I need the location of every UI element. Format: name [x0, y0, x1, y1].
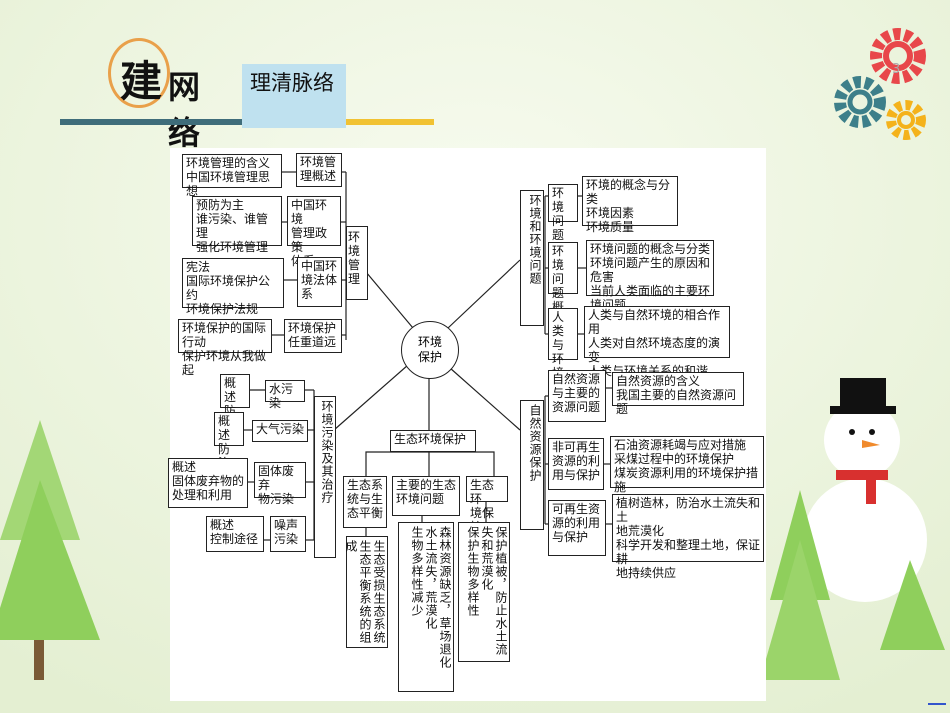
node-prob-env-detail: 环境的概念与分类 环境因素 环境质量: [582, 176, 678, 234]
node-res-nonrenew: 非可再生 资源的利 用与保护: [548, 438, 604, 490]
node-prob-human: 人类 与环 境: [548, 308, 578, 380]
node-pol-noise-detail: 概述 控制途径: [206, 516, 264, 552]
node-prob-overview: 环境 问题 概述: [548, 242, 578, 328]
node-eco: 生态环境保护: [390, 430, 476, 452]
node-management: 环境 管理: [346, 226, 368, 300]
node-pol-solid: 固体废弃 物污染: [254, 462, 306, 506]
tree-right: [760, 490, 945, 680]
gear-red-icon: [870, 28, 926, 84]
node-mgmt-policy: 中国环境 管理政策 体系: [287, 196, 341, 268]
node-pol-noise: 噪声 污染: [270, 516, 306, 552]
node-res-renew-detail: 植树造林，防治水土流失和土 地荒漠化 科学开发和整理土地，保证耕 地持续供应: [612, 494, 764, 580]
node-pollution: 环境污染及其治疗: [314, 396, 336, 558]
title-underline-yellow: [346, 119, 434, 125]
node-pol-water-detail: 概述 防治: [220, 374, 250, 432]
node-pol-air-detail: 概述 防治: [214, 412, 244, 470]
node-problems: 环境和环境问题: [520, 190, 544, 326]
node-mgmt-future: 环境保护 任重道远: [284, 319, 342, 353]
node-resources: 自然资源保护: [520, 400, 544, 530]
node-pol-air: 大气污染: [252, 420, 308, 442]
node-mgmt-law-detail: 宪法 国际环境保护公约 环境保护法规: [182, 258, 284, 316]
tree-left: [0, 420, 100, 680]
footer-mark: [928, 703, 946, 705]
node-mgmt-overview-detail: 环境管理的含义 中国环境管理思想: [182, 154, 282, 198]
title-underline-dark: [60, 119, 242, 125]
node-eco-protect-detail: 保护植被，防止水土流失和荒漠化 保护生物多样性: [458, 522, 510, 662]
snowman: [803, 378, 927, 602]
section-title-char: 建: [120, 57, 163, 106]
node-prob-human-detail: 人类与自然环境的相合作用 人类对自然环境态度的演变 人类与环境关系的和谐: [584, 306, 730, 378]
subtitle-box: [242, 64, 346, 128]
gear-teal-icon: [834, 76, 886, 128]
node-res-renew: 可再生资 源的利用 与保护: [548, 500, 606, 556]
node-eco-problems: 主要的生态 环境问题: [392, 476, 460, 516]
node-prob-env: 环境 问题: [548, 184, 578, 242]
node-eco-system: 生态系 统与生 态平衡: [343, 476, 387, 528]
node-mgmt-policy-detail: 预防为主 谁污染、谁管理 强化环境管理: [192, 196, 282, 254]
node-mgmt-overview: 环境管 理概述: [296, 153, 342, 187]
node-pol-solid-detail: 概述 固体废弃物的 处理和利用: [168, 458, 248, 508]
node-eco-system-detail: 生态受损生态系统 生态平衡系统的组成: [344, 536, 388, 648]
node-eco-protect: 生态环 境保护: [466, 476, 508, 534]
node-prob-overview-detail: 环境问题的概念与分类 环境问题产生的原因和危害 当前人类面临的主要环境问题: [586, 240, 714, 312]
node-mgmt-law: 中国环 境法体 系: [297, 257, 342, 307]
node-res-main-detail: 自然资源的含义 我国主要的自然资源问题: [612, 372, 744, 416]
node-eco-problems-detail: 森林资源缺乏，草场退化 水土流失，荒漠化 生物多样性减少: [398, 522, 454, 692]
node-res-main: 自然资源 与主要的 资源问题: [548, 370, 606, 422]
node-res-nonrenew-detail: 石油资源耗竭与应对措施 采煤过程中的环境保护 煤炭资源利用的环境保护措施: [610, 436, 764, 494]
node-pol-water: 水污染: [265, 380, 305, 410]
gear-yellow-icon: [886, 100, 926, 140]
section-subtitle: 理清脉络: [250, 71, 334, 95]
page-number: 3: [892, 62, 901, 77]
hub-node: 环境 保护: [401, 321, 459, 379]
title-circle-decor: [108, 38, 170, 108]
node-mgmt-future-detail: 环境保护的国际行动 保护环境从我做起: [178, 319, 272, 377]
